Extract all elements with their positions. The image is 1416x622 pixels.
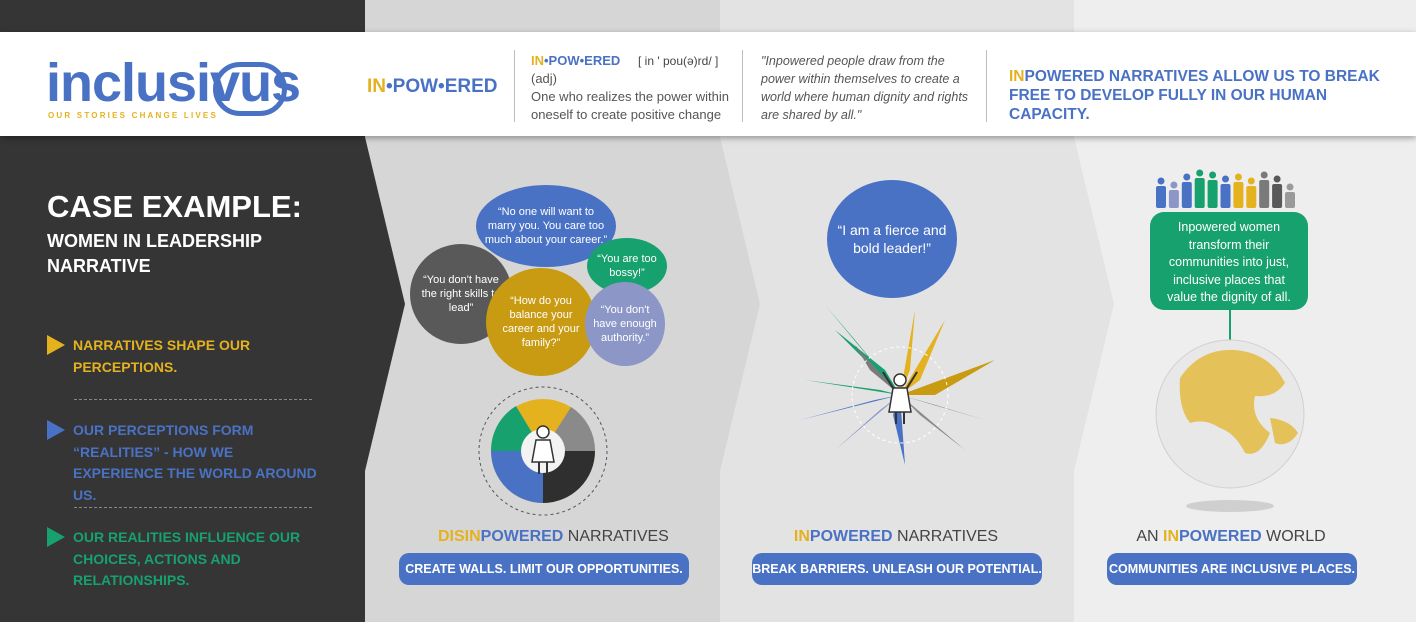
- header-word: IN•POW•ERED: [367, 76, 498, 97]
- person-icon: [1259, 171, 1270, 208]
- person-icon: [1194, 169, 1205, 208]
- person-icon: [1181, 173, 1192, 208]
- definition-pos: (adj): [531, 71, 558, 86]
- pill-communities: COMMUNITIES ARE INCLUSIVE PLACES.: [1107, 553, 1357, 585]
- person-icon: [1285, 183, 1295, 208]
- speech-bubble-balance: “How do you balance your career and your…: [486, 268, 596, 376]
- chevron-arrow-gray: [720, 137, 760, 471]
- header-bar: inclusivus OUR STORIES CHANGE LIVES IN•P…: [0, 32, 1416, 136]
- section-title-world: AN INPOWERED WORLD: [1136, 528, 1326, 545]
- community-message-box: Inpowered women transform their communit…: [1150, 212, 1308, 310]
- bullet-text: OUR PERCEPTIONS FORM “REALITIES” - HOW W…: [73, 422, 317, 503]
- quote: "Inpowered people draw from the power wi…: [761, 54, 969, 122]
- bullet-item: OUR PERCEPTIONS FORM “REALITIES” - HOW W…: [47, 420, 317, 506]
- burst-woman-icon: [800, 305, 995, 465]
- pill-break-barriers: BREAK BARRIERS. UNLEASH OUR POTENTIAL.: [752, 553, 1042, 585]
- chevron-arrow-dark: [365, 137, 405, 471]
- triangle-icon: [47, 335, 65, 355]
- dashed-divider: [74, 399, 312, 400]
- triangle-icon: [47, 420, 65, 440]
- definition-text: One who realizes the power within onesel…: [531, 89, 729, 122]
- bullet-item: OUR REALITIES INFLUENCE OUR CHOICES, ACT…: [47, 527, 317, 592]
- divider: [742, 50, 743, 122]
- pill-create-walls: CREATE WALLS. LIMIT OUR OPPORTUNITIES.: [399, 553, 689, 585]
- divider: [986, 50, 987, 122]
- bullet-text: NARRATIVES SHAPE OUR PERCEPTIONS.: [73, 337, 251, 375]
- bullet-text: OUR REALITIES INFLUENCE OUR CHOICES, ACT…: [73, 529, 301, 588]
- person-icon: [1168, 181, 1179, 208]
- definition-headword: IN•POW•ERED: [531, 53, 621, 68]
- globe-icon: [1155, 310, 1305, 512]
- speech-bubble-authority: “You don't have enough authority.”: [585, 282, 665, 366]
- section-title-disinpowered: DISINPOWERED NARRATIVES: [438, 528, 669, 545]
- person-icon: [1220, 175, 1231, 208]
- person-icon: [1233, 173, 1244, 208]
- case-subtitle: WOMEN IN LEADERSHIP NARRATIVE: [47, 231, 262, 276]
- definition: IN•POW•ERED [ in ' pou(ə)rd/ ] (adj) One…: [531, 52, 741, 124]
- header-statement: INPOWERED NARRATIVES ALLOW US TO BREAK F…: [1009, 68, 1380, 123]
- inclusivus-logo: inclusivus OUR STORIES CHANGE LIVES: [46, 56, 301, 120]
- definition-pronunciation: [ in ' pou(ə)rd/ ]: [638, 54, 719, 68]
- chevron-arrow-light: [1074, 137, 1114, 471]
- case-title: CASE EXAMPLE:: [47, 189, 302, 224]
- section-title-inpowered: INPOWERED NARRATIVES: [793, 528, 999, 545]
- triangle-icon: [47, 527, 65, 547]
- person-icon: [1156, 177, 1166, 208]
- people-group-icon: [1156, 169, 1295, 208]
- bullet-item: NARRATIVES SHAPE OUR PERCEPTIONS.: [47, 335, 317, 378]
- person-icon: [1272, 175, 1283, 208]
- speech-bubble-fierce: “I am a fierce and bold leader!”: [827, 180, 957, 298]
- logo-tagline: OUR STORIES CHANGE LIVES: [48, 111, 219, 120]
- trapped-woman-icon: [478, 386, 608, 516]
- dashed-divider: [74, 507, 312, 508]
- logo-ring-icon: [213, 62, 287, 116]
- person-icon: [1207, 171, 1218, 208]
- divider: [514, 50, 515, 122]
- person-icon: [1246, 177, 1257, 208]
